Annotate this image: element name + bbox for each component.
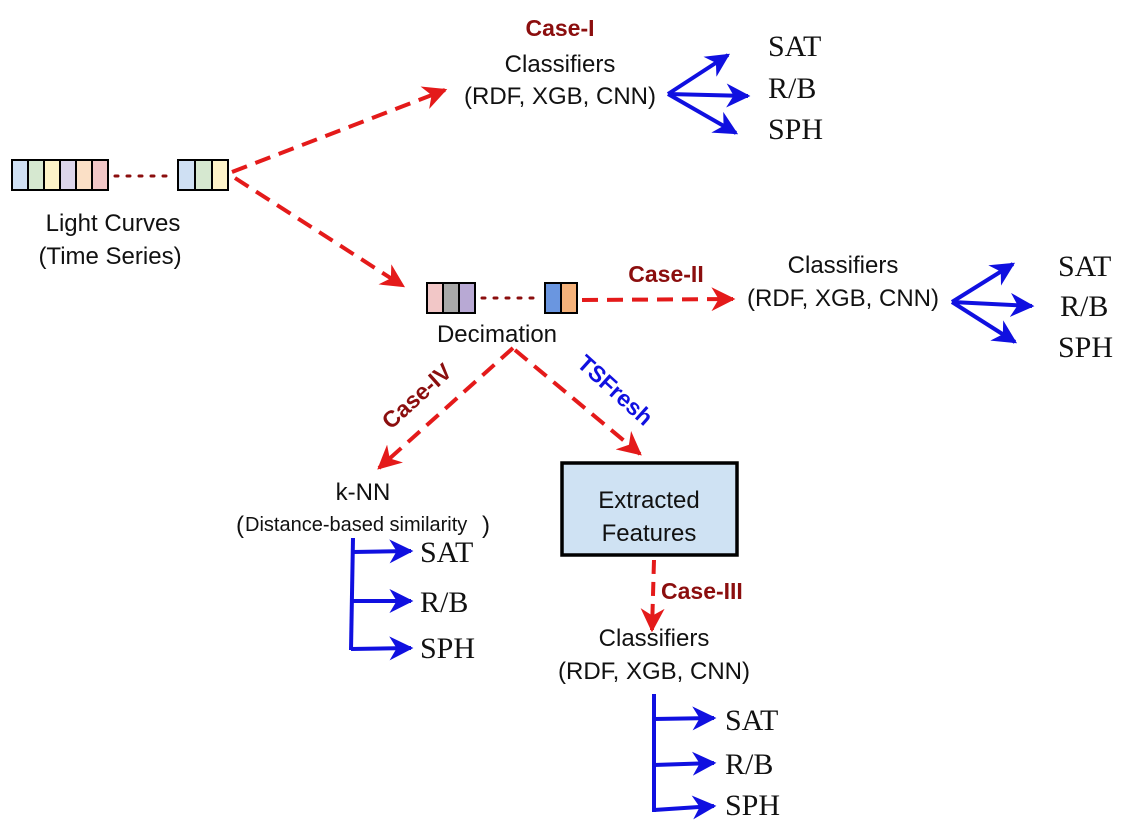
light-curve-strip (11, 159, 229, 191)
knn-output-bracket (349, 537, 414, 661)
case1-classifiers-title: Classifiers (505, 51, 616, 78)
case1-output-sat: SAT (768, 30, 821, 63)
knn-bracket-stem (349, 537, 355, 651)
case3-output-sat: SAT (725, 704, 778, 737)
knn-paren-open: ( (236, 512, 244, 539)
light-curves-title: Light Curves (46, 210, 181, 237)
case1-output-rb: R/B (768, 72, 816, 105)
case2-classifiers-subtitle: (RDF, XGB, CNN) (747, 285, 939, 312)
extracted-features-box (560, 461, 739, 557)
arrow-to-knn (377, 346, 515, 470)
lc-cell-6 (91, 159, 109, 191)
case3-arrow-sat (653, 706, 717, 731)
case4-label: Case-IV (377, 358, 458, 434)
decimation-label: Decimation (437, 321, 557, 348)
case3-arrow-sph (653, 795, 717, 820)
case1-arrow-sat (666, 53, 731, 96)
case2-arrow-sph (950, 300, 1018, 344)
knn-paren-close: ) (482, 512, 490, 539)
dec-cell-1 (426, 282, 444, 314)
case1-arrow-rb (667, 83, 751, 108)
case2-output-sat: SAT (1058, 250, 1111, 283)
lc-cell-2 (27, 159, 45, 191)
case3-output-rb: R/B (725, 748, 773, 781)
features-line1: Extracted (598, 487, 699, 514)
knn-output-sat: SAT (420, 536, 473, 569)
arrow-to-case1 (231, 86, 448, 174)
case2-output-sph: SPH (1058, 331, 1113, 364)
lc-cell-tail-1 (177, 159, 196, 191)
light-curves-subtitle: (Time Series) (38, 243, 181, 270)
case1-classifiers-subtitle: (RDF, XGB, CNN) (464, 83, 656, 110)
dec-cell-tail-2 (560, 282, 578, 314)
case3-output-sph: SPH (725, 789, 780, 822)
case2-arrow-rb (951, 292, 1035, 317)
knn-arrow-sph (350, 636, 414, 661)
lc-cell-tail-3 (211, 159, 229, 191)
lc-cell-3 (43, 159, 61, 191)
knn-subtitle: Distance-based similarity (245, 514, 467, 536)
lc-cell-4 (59, 159, 77, 191)
case2-classifiers-title: Classifiers (788, 252, 899, 279)
case3-label: Case-III (661, 578, 743, 604)
case3-classifiers-title: Classifiers (599, 625, 710, 652)
features-line2: Features (602, 520, 697, 547)
knn-arrow-sat (352, 539, 414, 564)
case1-arrow-sph (667, 92, 739, 135)
case2-label: Case-II (628, 261, 703, 287)
dec-cell-tail-1 (544, 282, 562, 314)
dec-cell-3 (458, 282, 476, 314)
arrow-to-decimation (233, 176, 406, 288)
case2-output-rb: R/B (1060, 290, 1108, 323)
knn-output-rb: R/B (420, 586, 468, 619)
case3-arrow-rb (653, 751, 717, 776)
case2-output-arrows (950, 262, 1035, 344)
lc-cell-1 (11, 159, 29, 191)
case3-classifiers-subtitle: (RDF, XGB, CNN) (558, 658, 750, 685)
dec-cell-2 (442, 282, 460, 314)
tsfresh-label: TSFresh (572, 350, 658, 431)
arrow-to-features (513, 348, 642, 456)
knn-title: k-NN (336, 479, 391, 506)
arrow-to-case3 (640, 559, 665, 633)
lc-cell-5 (75, 159, 93, 191)
case3-output-bracket (652, 694, 717, 820)
case1-label: Case-I (525, 15, 594, 41)
case2-arrow-sat (950, 262, 1016, 304)
lc-cell-tail-2 (194, 159, 213, 191)
decimation-strip (426, 282, 578, 314)
case1-output-arrows (666, 53, 751, 135)
knn-output-sph: SPH (420, 632, 475, 665)
arrow-to-case2 (581, 287, 736, 312)
case1-output-sph: SPH (768, 113, 823, 146)
